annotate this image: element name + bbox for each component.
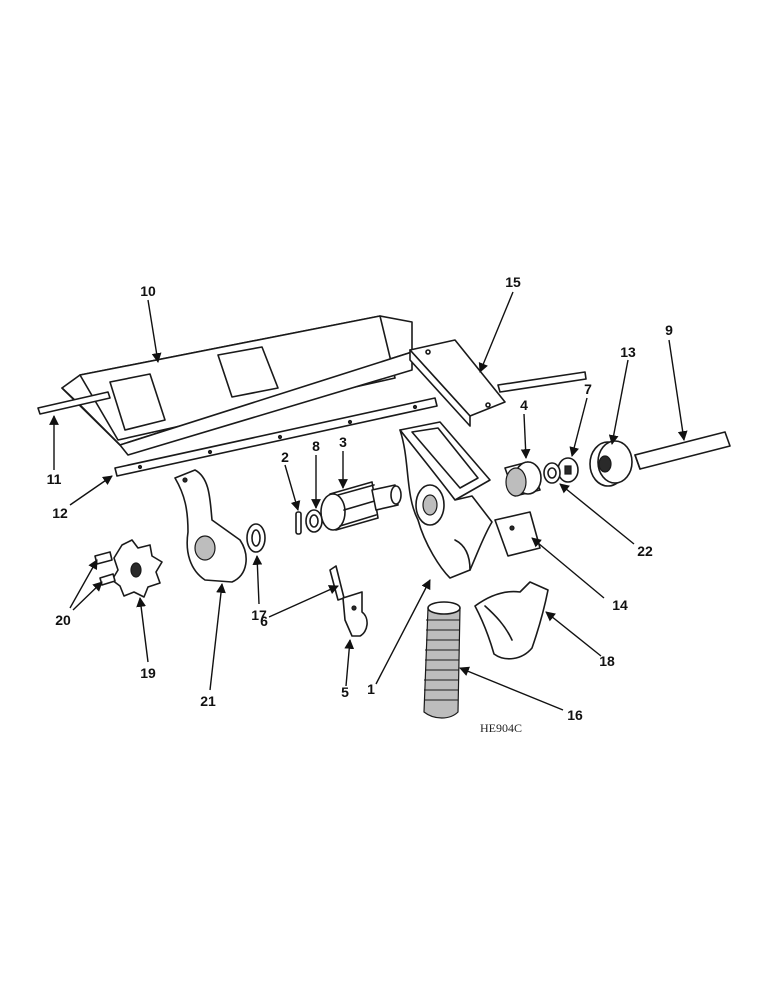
callout-15: 15	[505, 274, 521, 290]
callout-6: 6	[260, 613, 268, 629]
part-6-clip	[329, 565, 345, 601]
part-11-strip	[37, 391, 111, 415]
part-1-feed-housing	[399, 421, 493, 579]
part-15-plate	[409, 339, 506, 427]
part-7-washer	[557, 457, 579, 483]
part-9-bar	[634, 431, 731, 470]
part-16-hose	[423, 601, 461, 719]
callout-19: 19	[140, 665, 156, 681]
callout-5: 5	[341, 684, 349, 700]
part-2-pin	[295, 511, 302, 535]
part-12-strip	[114, 397, 438, 477]
part-13-drum	[589, 440, 633, 487]
callout-16: 16	[567, 707, 583, 723]
leader-lines	[49, 291, 688, 711]
callout-14: 14	[612, 597, 628, 613]
part-8-ring	[305, 509, 323, 533]
figure-code: HE904C	[480, 721, 522, 735]
part-20-keys	[94, 551, 116, 586]
callout-3: 3	[339, 434, 347, 450]
callout-9: 9	[665, 322, 673, 338]
part-19-star-wheel	[111, 539, 163, 598]
callout-17: 17	[251, 607, 267, 623]
part-21-housing	[174, 469, 247, 583]
part-22-ring	[543, 462, 561, 484]
callout-22: 22	[637, 543, 653, 559]
part-3-feed-roll	[320, 481, 402, 531]
callout-8: 8	[312, 438, 320, 454]
part-5-bracket	[342, 591, 368, 637]
callout-7: 7	[584, 381, 592, 397]
callout-10: 10	[140, 283, 156, 299]
callout-labels: 10 15 9 13 7 4 3 8 2 11 12 22 14 18 1 16…	[47, 274, 674, 723]
part-10-hopper-housing	[61, 315, 413, 456]
callout-20: 20	[55, 612, 71, 628]
callout-18: 18	[599, 653, 615, 669]
callout-2: 2	[281, 449, 289, 465]
callout-13: 13	[620, 344, 636, 360]
strip-near-7	[497, 371, 587, 393]
part-17-gasket	[246, 523, 266, 553]
callout-11: 11	[47, 471, 62, 487]
part-4-bushing	[504, 461, 542, 497]
part-18-guide	[474, 581, 549, 660]
callout-1: 1	[367, 681, 375, 697]
callout-21: 21	[200, 693, 216, 709]
callout-4: 4	[520, 397, 528, 413]
part-14-plate	[494, 511, 541, 557]
callout-12: 12	[52, 505, 68, 521]
